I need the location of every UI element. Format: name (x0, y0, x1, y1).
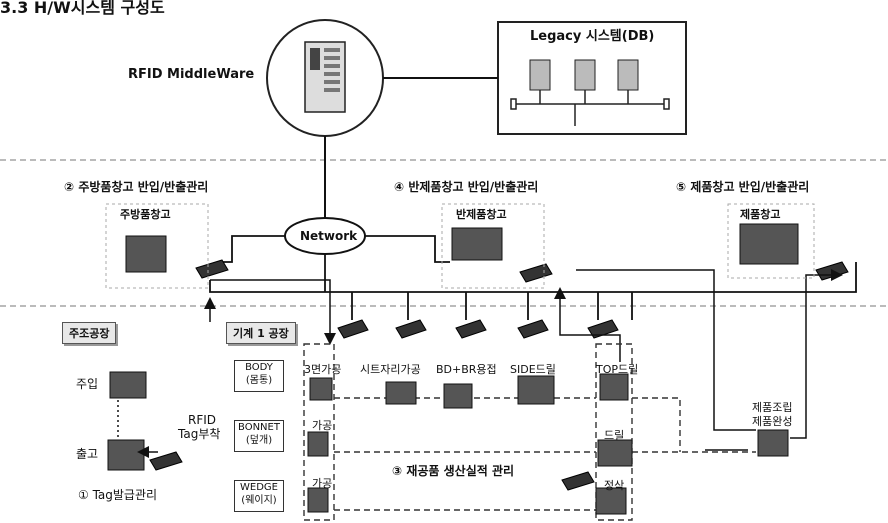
part-body: BODY (몸통) (234, 360, 284, 392)
process-finish: 정삭 (604, 480, 624, 491)
casting-in-label: 주입 (76, 378, 98, 390)
tag-label: Tag부착 (178, 428, 220, 440)
section4-box-label: 반제품창고 (456, 209, 507, 220)
wip-caption: ③ 재공품 생산실적 관리 (392, 465, 514, 477)
process-drill: 드릴 (604, 430, 624, 441)
part-wedge-name: WEDGE (235, 481, 283, 494)
section5-caption: ⑤ 제품창고 반입/반출관리 (676, 181, 809, 193)
rfid-label: RFID (188, 414, 216, 426)
process-top-drill: TOP드릴 (596, 364, 638, 375)
section2-caption: ② 주방품창고 반입/반출관리 (64, 181, 208, 193)
part-body-name: BODY (235, 361, 283, 374)
process-side-drill: SIDE드릴 (510, 364, 556, 375)
section5-box-label: 제품창고 (740, 209, 780, 220)
process-3face: 3면가공 (304, 364, 341, 375)
part-wedge-sub: (웨이지) (235, 494, 283, 507)
page-title: 3.3 H/W시스템 구성도 (0, 0, 165, 16)
section4-caption: ④ 반제품창고 반입/반출관리 (394, 181, 538, 193)
section2-box-label: 주방품창고 (120, 209, 171, 220)
process-bd-br: BD+BR용접 (436, 364, 497, 375)
legacy-server-icons (530, 60, 638, 90)
process-seat: 시트자리가공 (360, 364, 421, 375)
network-label: Network (300, 230, 357, 242)
process-bonnet: 가공 (312, 420, 332, 431)
part-body-sub: (몸통) (235, 374, 283, 387)
process-wedge: 가공 (312, 478, 332, 489)
part-wedge: WEDGE (웨이지) (234, 480, 284, 512)
middleware-label: RFID MiddleWare (128, 68, 254, 81)
assembly-line1: 제품조립 (752, 402, 792, 413)
part-bonnet: BONNET (덮개) (234, 420, 284, 452)
assembly-line2: 제품완성 (752, 416, 792, 427)
tag-issue-caption: ① Tag발급관리 (78, 489, 157, 501)
server-icon (305, 42, 345, 112)
part-bonnet-sub: (덮개) (235, 434, 283, 447)
machine-factory-header: 기계 1 공장 (226, 322, 296, 344)
casting-out-label: 출고 (76, 448, 98, 460)
legacy-label: Legacy 시스템(DB) (530, 30, 654, 43)
part-bonnet-name: BONNET (235, 421, 283, 434)
casting-header: 주조공장 (62, 322, 116, 344)
